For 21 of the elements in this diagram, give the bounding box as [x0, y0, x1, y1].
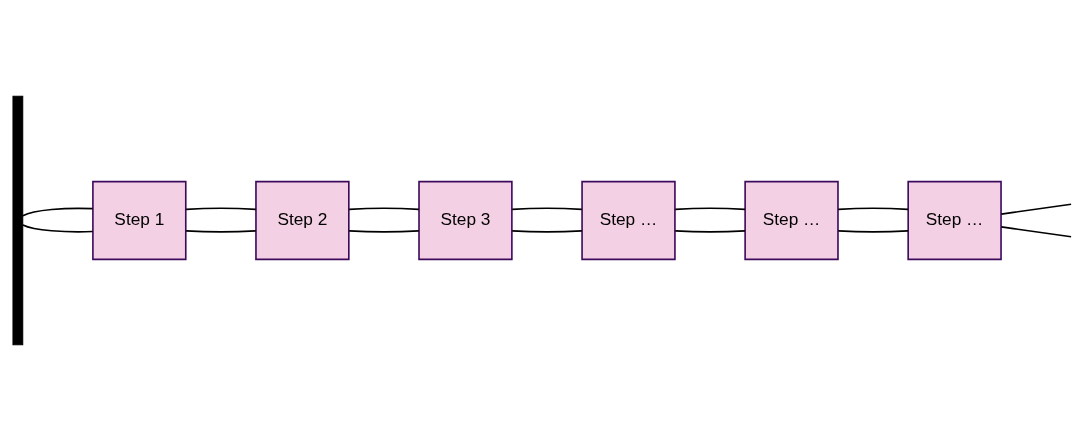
node-box: Step 1: [92, 180, 187, 260]
connector: [22, 223, 94, 233]
connector: [1000, 203, 1072, 215]
node-bar: [12, 95, 24, 345]
node-box: Step 2: [255, 180, 350, 260]
connector: [1000, 225, 1072, 237]
connector: [674, 207, 746, 210]
connector: [185, 207, 257, 210]
connector: [348, 207, 420, 210]
connector: [348, 229, 420, 233]
connector: [674, 229, 746, 233]
connector: [837, 229, 909, 233]
connector: [837, 207, 909, 210]
node-box: Step …: [744, 180, 839, 260]
connector: [511, 207, 583, 210]
connector: [185, 229, 257, 233]
connector: [22, 207, 94, 217]
connector: [511, 229, 583, 233]
node-box: Step …: [907, 180, 1002, 260]
node-box: Step 3: [418, 180, 513, 260]
node-box: Step …: [581, 180, 676, 260]
